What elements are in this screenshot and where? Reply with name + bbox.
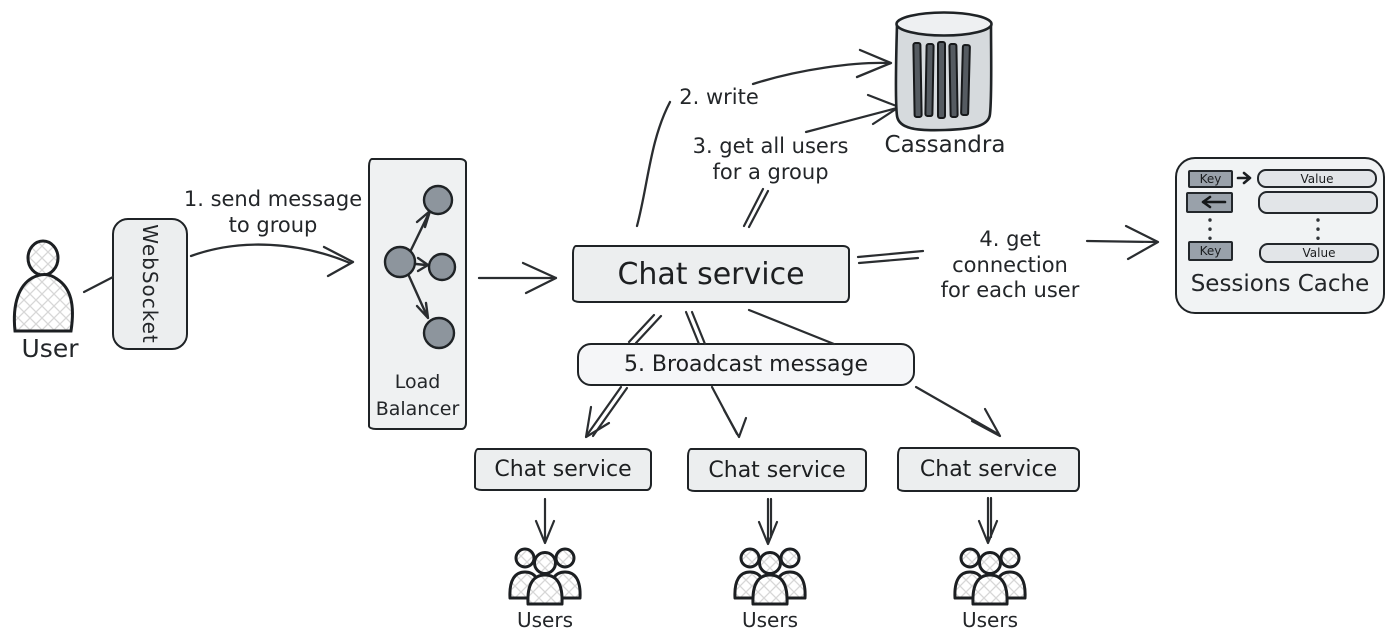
- chat-replica-1-label: Chat service: [494, 457, 632, 482]
- users-group-2-label: Users: [741, 608, 798, 632]
- annotation-step2: 2. write: [679, 85, 759, 109]
- user-icon: [12, 239, 74, 333]
- chat-replica-2-label: Chat service: [708, 457, 846, 483]
- users-group-3-label: Users: [961, 608, 1018, 632]
- sessions-cache-key-3: Key: [1188, 241, 1233, 261]
- annotation-step3: 3. get all users for a group: [692, 134, 849, 184]
- chat-service-replica-1: Chat service: [474, 448, 652, 491]
- websocket-label: WebSocket: [138, 224, 163, 344]
- sessions-cache-label: Sessions Cache: [1190, 271, 1370, 297]
- chat-service-node: Chat service: [572, 245, 850, 303]
- sessions-cache-value-3: Value: [1259, 243, 1379, 263]
- annotation-step4: 4. get connection for each user: [940, 227, 1080, 303]
- sessions-cache-key-1: Key: [1188, 170, 1233, 188]
- websocket-node: WebSocket: [112, 218, 188, 350]
- user-websocket-line: [82, 275, 115, 294]
- cassandra-label: Cassandra: [884, 132, 1006, 158]
- chat-service-replica-3: Chat service: [897, 447, 1080, 492]
- arrow-replicas-to-users: [534, 496, 999, 546]
- user-label: User: [21, 334, 79, 363]
- cassandra-database-icon: [894, 11, 993, 132]
- load-balancer-label: Load Balancer: [375, 371, 460, 420]
- chat-replica-3-label: Chat service: [919, 457, 1058, 482]
- sessions-cache-key-2: [1186, 192, 1233, 213]
- users-group-3-icon: [953, 547, 1027, 606]
- sessions-cache-value-2: [1258, 191, 1378, 214]
- chat-service-label: Chat service: [617, 256, 805, 292]
- arrow-lb-to-chat: [477, 261, 558, 295]
- sessions-cache-value-1: Value: [1257, 169, 1377, 188]
- arrow-send-message: [189, 243, 355, 278]
- chat-service-replica-2: Chat service: [687, 448, 867, 492]
- users-group-1-label: Users: [516, 608, 573, 632]
- broadcast-node: 5. Broadcast message: [577, 343, 915, 386]
- users-group-2-icon: [733, 547, 807, 606]
- broadcast-label: 5. Broadcast message: [623, 352, 869, 377]
- annotation-step1: 1. send message to group: [183, 187, 363, 237]
- users-group-1-icon: [508, 547, 582, 606]
